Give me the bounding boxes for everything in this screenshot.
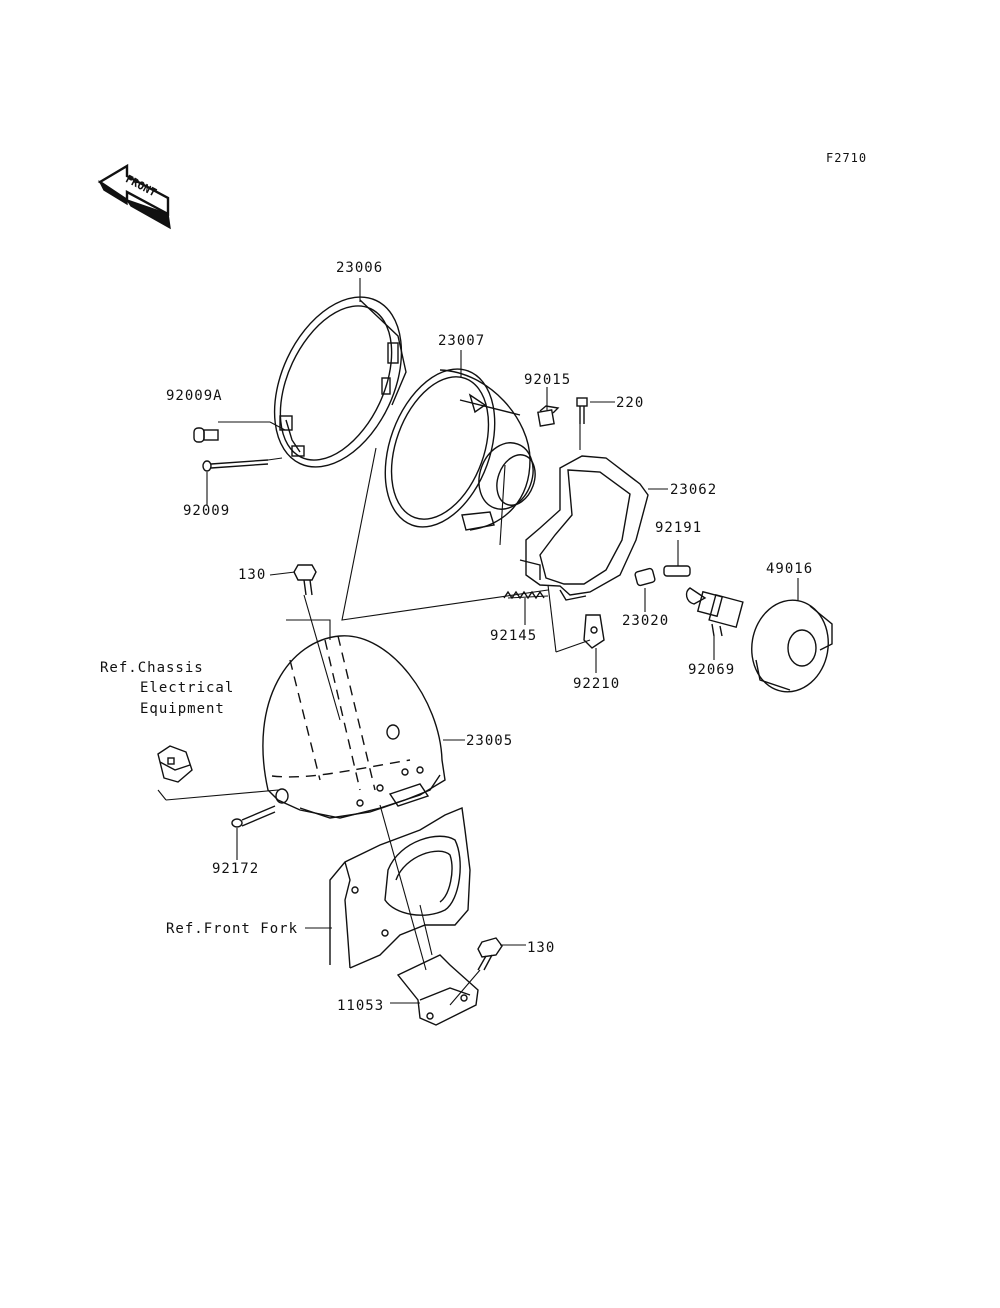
bulb-92069-part: [685, 587, 744, 637]
screw-92009a-part: [193, 427, 219, 443]
part-label-23062: 23062: [670, 482, 718, 498]
figure-code-label: F2710: [826, 151, 868, 165]
leader-lines: [157, 278, 799, 1006]
headlight-rim-part: [273, 296, 407, 468]
part-label-130-top: 130: [238, 567, 267, 583]
part-label-11053: 11053: [337, 998, 385, 1014]
part-label-92191: 92191: [655, 520, 703, 536]
part-label-23006: 23006: [336, 260, 384, 276]
bolt-130-bottom-part: [477, 937, 503, 971]
ref-chassis-line1: Ref.Chassis: [100, 660, 204, 676]
headlight-housing-23005-part: [262, 635, 446, 819]
part-label-92015: 92015: [524, 372, 572, 388]
socket-23020-part: [634, 567, 656, 587]
front-fork-reference-part: [329, 807, 471, 969]
screw-220-part: [576, 397, 588, 424]
part-label-220: 220: [616, 395, 645, 411]
part-label-92145: 92145: [490, 628, 538, 644]
reflector-housing-part: [384, 368, 536, 531]
part-label-92172: 92172: [212, 861, 260, 877]
part-label-23007: 23007: [438, 333, 486, 349]
part-label-92210: 92210: [573, 676, 621, 692]
part-label-23005: 23005: [466, 733, 514, 749]
bracket-23062-part: [519, 455, 649, 601]
boot-49016-part: [751, 599, 833, 693]
bracket-11053-part: [396, 954, 479, 1026]
part-label-92009: 92009: [183, 503, 231, 519]
connector-part: [157, 745, 193, 783]
pin-92191-part: [663, 565, 691, 577]
ref-front-fork-label: Ref.Front Fork: [166, 921, 299, 937]
part-label-49016: 49016: [766, 561, 814, 577]
ref-chassis-line2: Electrical: [140, 680, 235, 696]
front-arrow-icon: FRONT: [97, 163, 171, 230]
part-label-92009a: 92009A: [166, 388, 223, 404]
part-label-23020: 23020: [622, 613, 670, 629]
screw-92172-part: [231, 805, 276, 828]
part-label-92069: 92069: [688, 662, 736, 678]
ref-chassis-line3: Equipment: [140, 701, 225, 717]
clip-92210-part: [583, 614, 605, 649]
bolt-130-top-part: [293, 564, 317, 596]
part-label-130-bottom: 130: [527, 940, 556, 956]
screw-92009-part: [202, 459, 269, 472]
nut-92015-part: [537, 405, 560, 427]
